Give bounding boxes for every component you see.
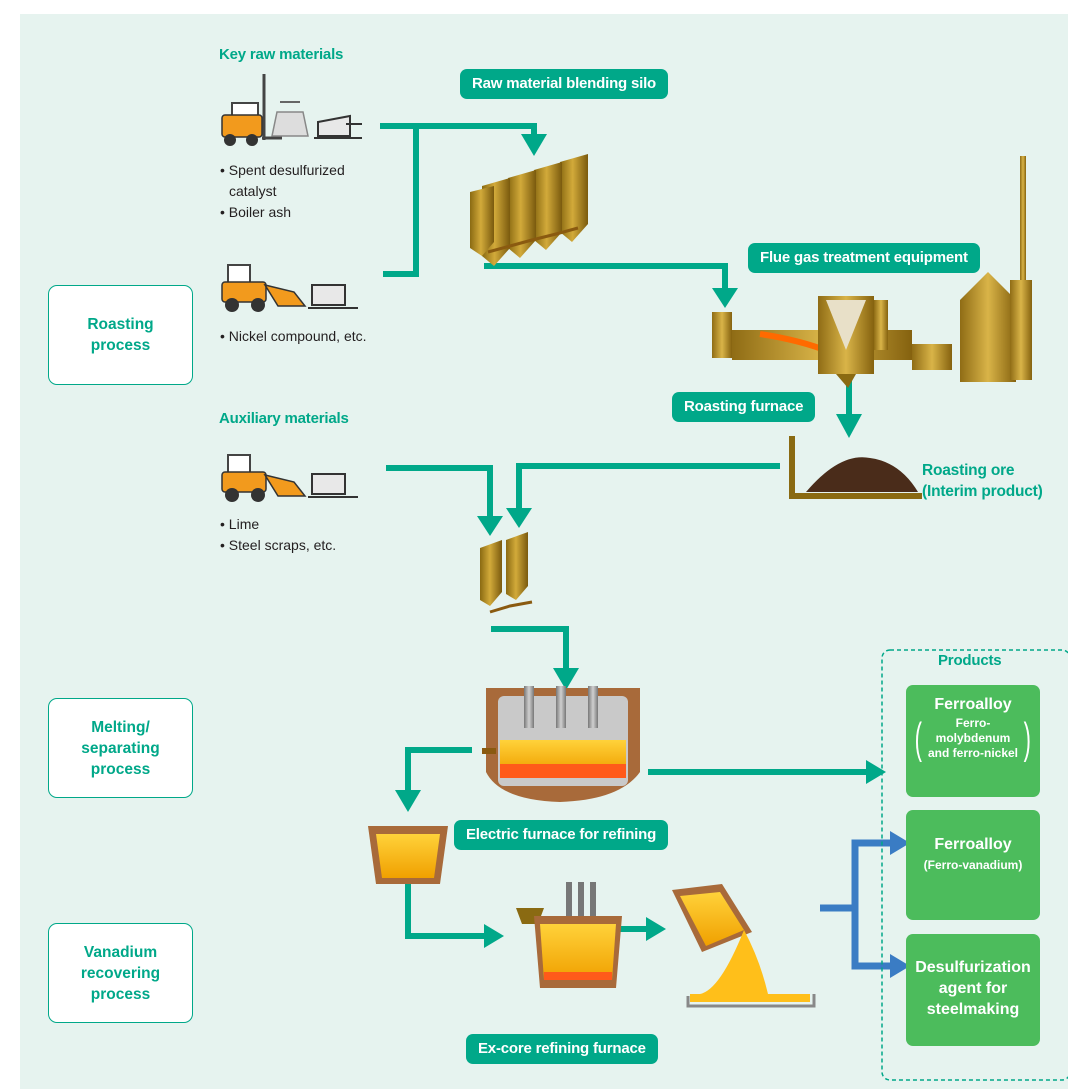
arrow-head: [506, 508, 532, 528]
arrow-head: [836, 414, 862, 438]
blending-silo-label: Raw material blending silo: [460, 69, 669, 99]
arrow-head: [646, 917, 666, 941]
flow-arrow: [405, 870, 486, 939]
raw-material-item: • Boiler ash: [220, 204, 292, 220]
product-arrow-heads: [890, 831, 910, 978]
process-label-line: process: [90, 985, 151, 1003]
blending-silo-icon: [470, 154, 588, 266]
arrow-head: [395, 790, 421, 812]
key-raw-materials-heading: Key raw materials: [219, 46, 344, 63]
product-arrow: [851, 908, 892, 970]
roasting-ore-icon: [789, 436, 922, 499]
flow-arrow: [405, 747, 472, 790]
process-label-line: recovering: [80, 964, 161, 982]
product-title-line: steelmaking: [926, 1001, 1020, 1018]
auxiliary-item: • Steel scraps, etc.: [220, 537, 337, 553]
raw-materials-list-a: • Spent desulfurized catalyst • Boiler a…: [220, 160, 345, 223]
hopper-icon: [314, 114, 362, 139]
process-label-line: process: [90, 337, 151, 354]
product-ferroalloy-mo-ni: Ferroalloy ( Ferro- molybdenum and ferro…: [906, 685, 1040, 797]
arrow-head: [477, 516, 503, 536]
raw-materials-list-b: • Nickel compound, etc.: [220, 326, 367, 347]
process-label-line: process: [90, 760, 151, 778]
product-title-line: Desulfurization: [915, 959, 1031, 976]
paren-open-icon: (: [914, 713, 923, 763]
roasting-ore-line: (Interim product): [922, 483, 1043, 500]
products-heading: Products: [938, 652, 1002, 669]
ex-core-furnace-icon: [516, 882, 622, 988]
forklift-icon: [221, 74, 309, 146]
ladle-icon: [368, 826, 448, 884]
arrow-head: [890, 954, 910, 978]
process-label-line: Melting/: [91, 718, 150, 736]
flow-arrow: [491, 626, 569, 668]
product-ferroalloy-v: Ferroalloy (Ferro-vanadium): [906, 810, 1040, 920]
process-label-line: Vanadium: [83, 943, 158, 961]
roasting-furnace-label: Roasting furnace: [672, 392, 816, 422]
hopper-icon: [308, 284, 358, 309]
raw-material-item: • Nickel compound, etc.: [220, 328, 367, 344]
process-label-line: Roasting: [87, 316, 154, 333]
paren-close-icon: ): [1023, 713, 1032, 763]
electric-furnace-label: Electric furnace for refining: [454, 820, 669, 850]
flue-gas-label: Flue gas treatment equipment: [748, 243, 980, 273]
raw-material-item: catalyst: [229, 183, 277, 199]
process-label-line: separating: [81, 739, 160, 757]
arrow-head: [712, 288, 738, 308]
flow-arrow: [484, 263, 728, 288]
product-subtitle: (Ferro-vanadium): [923, 858, 1023, 872]
product-sub-line: molybdenum: [935, 731, 1011, 745]
pouring-ladle-icon: [672, 884, 816, 1008]
arrow-head: [890, 831, 910, 855]
flue-gas-treatment-icon: [960, 156, 1032, 382]
product-title: Ferroalloy: [934, 836, 1012, 853]
ex-core-furnace-label: Ex-core refining furnace: [466, 1034, 658, 1064]
auxiliary-silo-icon: [480, 532, 533, 614]
flow-arrow: [383, 126, 419, 277]
product-title-line: agent for: [938, 980, 1008, 997]
hopper-icon: [308, 473, 358, 498]
roasting-furnace-icon: [712, 296, 952, 388]
arrow-head: [484, 924, 504, 948]
product-arrows: [820, 839, 892, 970]
arrow-heads: [395, 134, 886, 948]
vanadium-process-box: Vanadium recovering process: [48, 923, 193, 1023]
product-title: Ferroalloy: [934, 696, 1012, 713]
product-arrow: [851, 839, 892, 908]
flow-arrow: [380, 123, 537, 134]
roasting-ore-caption: Roasting ore (Interim product): [922, 460, 1043, 502]
product-sub-line: and ferro-nickel: [927, 746, 1019, 760]
melting-process-box: Melting/ separating process: [48, 698, 193, 798]
flow-arrows: [380, 123, 868, 939]
auxiliary-list: • Lime • Steel scraps, etc.: [220, 514, 336, 556]
roasting-ore-line: Roasting ore: [922, 462, 1015, 479]
arrow-head: [866, 760, 886, 784]
auxiliary-item: • Lime: [220, 516, 260, 532]
roasting-process-box: Roasting process: [48, 285, 193, 385]
product-sub-line: Ferro-: [955, 716, 991, 730]
flow-arrow: [386, 465, 493, 516]
product-desulfurization-agent: Desulfurization agent for steelmaking: [906, 934, 1040, 1046]
auxiliary-materials-heading: Auxiliary materials: [219, 410, 349, 427]
product-subtitle-text: Ferro- molybdenum and ferro-nickel: [928, 716, 1018, 761]
flow-arrow: [516, 463, 780, 508]
front-loader-icon: [221, 264, 307, 312]
product-subtitle: ( Ferro- molybdenum and ferro-nickel ): [906, 716, 1040, 761]
front-loader-icon: [221, 454, 307, 502]
arrow-head: [521, 134, 547, 156]
arrow-head: [553, 668, 579, 690]
products-frame: [881, 649, 1068, 1081]
raw-material-item: • Spent desulfurized: [220, 162, 345, 178]
electric-furnace-icon: [482, 686, 640, 802]
